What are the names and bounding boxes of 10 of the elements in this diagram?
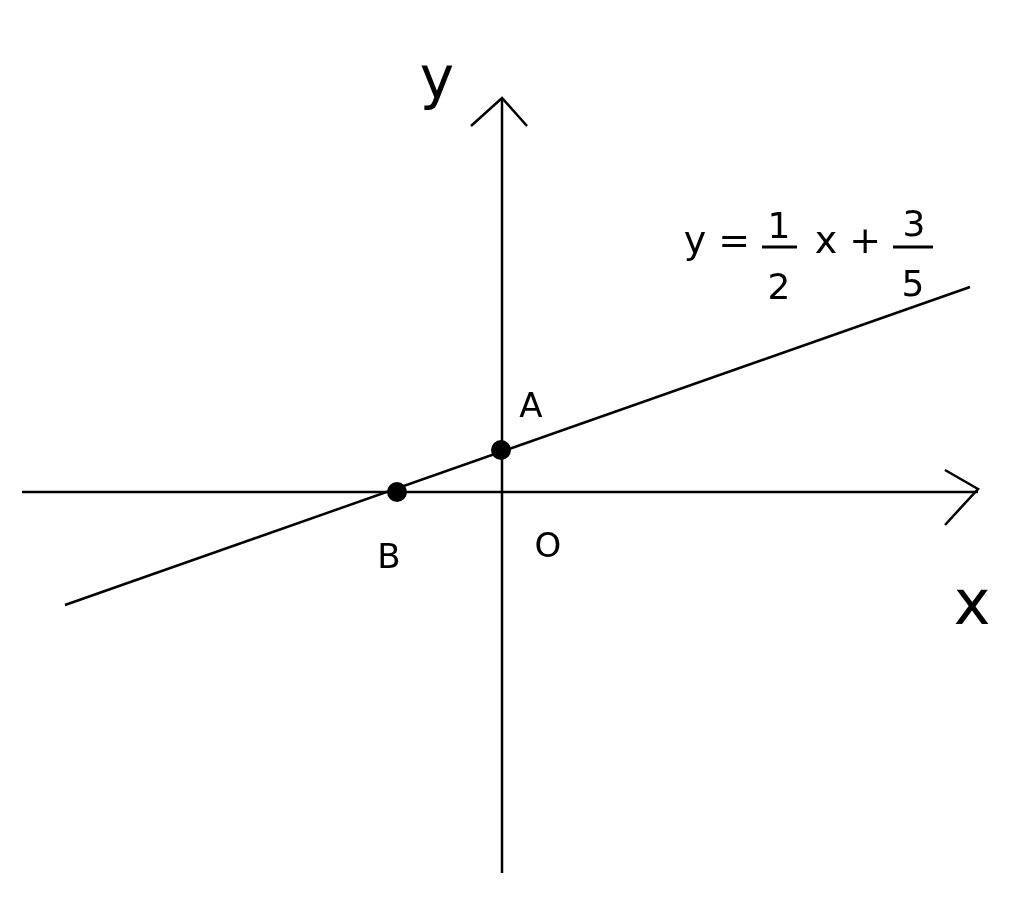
point-label: B bbox=[377, 539, 401, 573]
equation-text: x + bbox=[814, 221, 882, 259]
denominator: 2 bbox=[767, 269, 791, 305]
denominator: 5 bbox=[901, 266, 925, 302]
numerator: 3 bbox=[902, 206, 926, 242]
equation-text: y = bbox=[683, 221, 751, 259]
point-label: A bbox=[519, 388, 543, 422]
origin-label: O bbox=[534, 528, 562, 562]
numerator: 1 bbox=[767, 208, 791, 244]
axis-label: x bbox=[953, 572, 991, 634]
